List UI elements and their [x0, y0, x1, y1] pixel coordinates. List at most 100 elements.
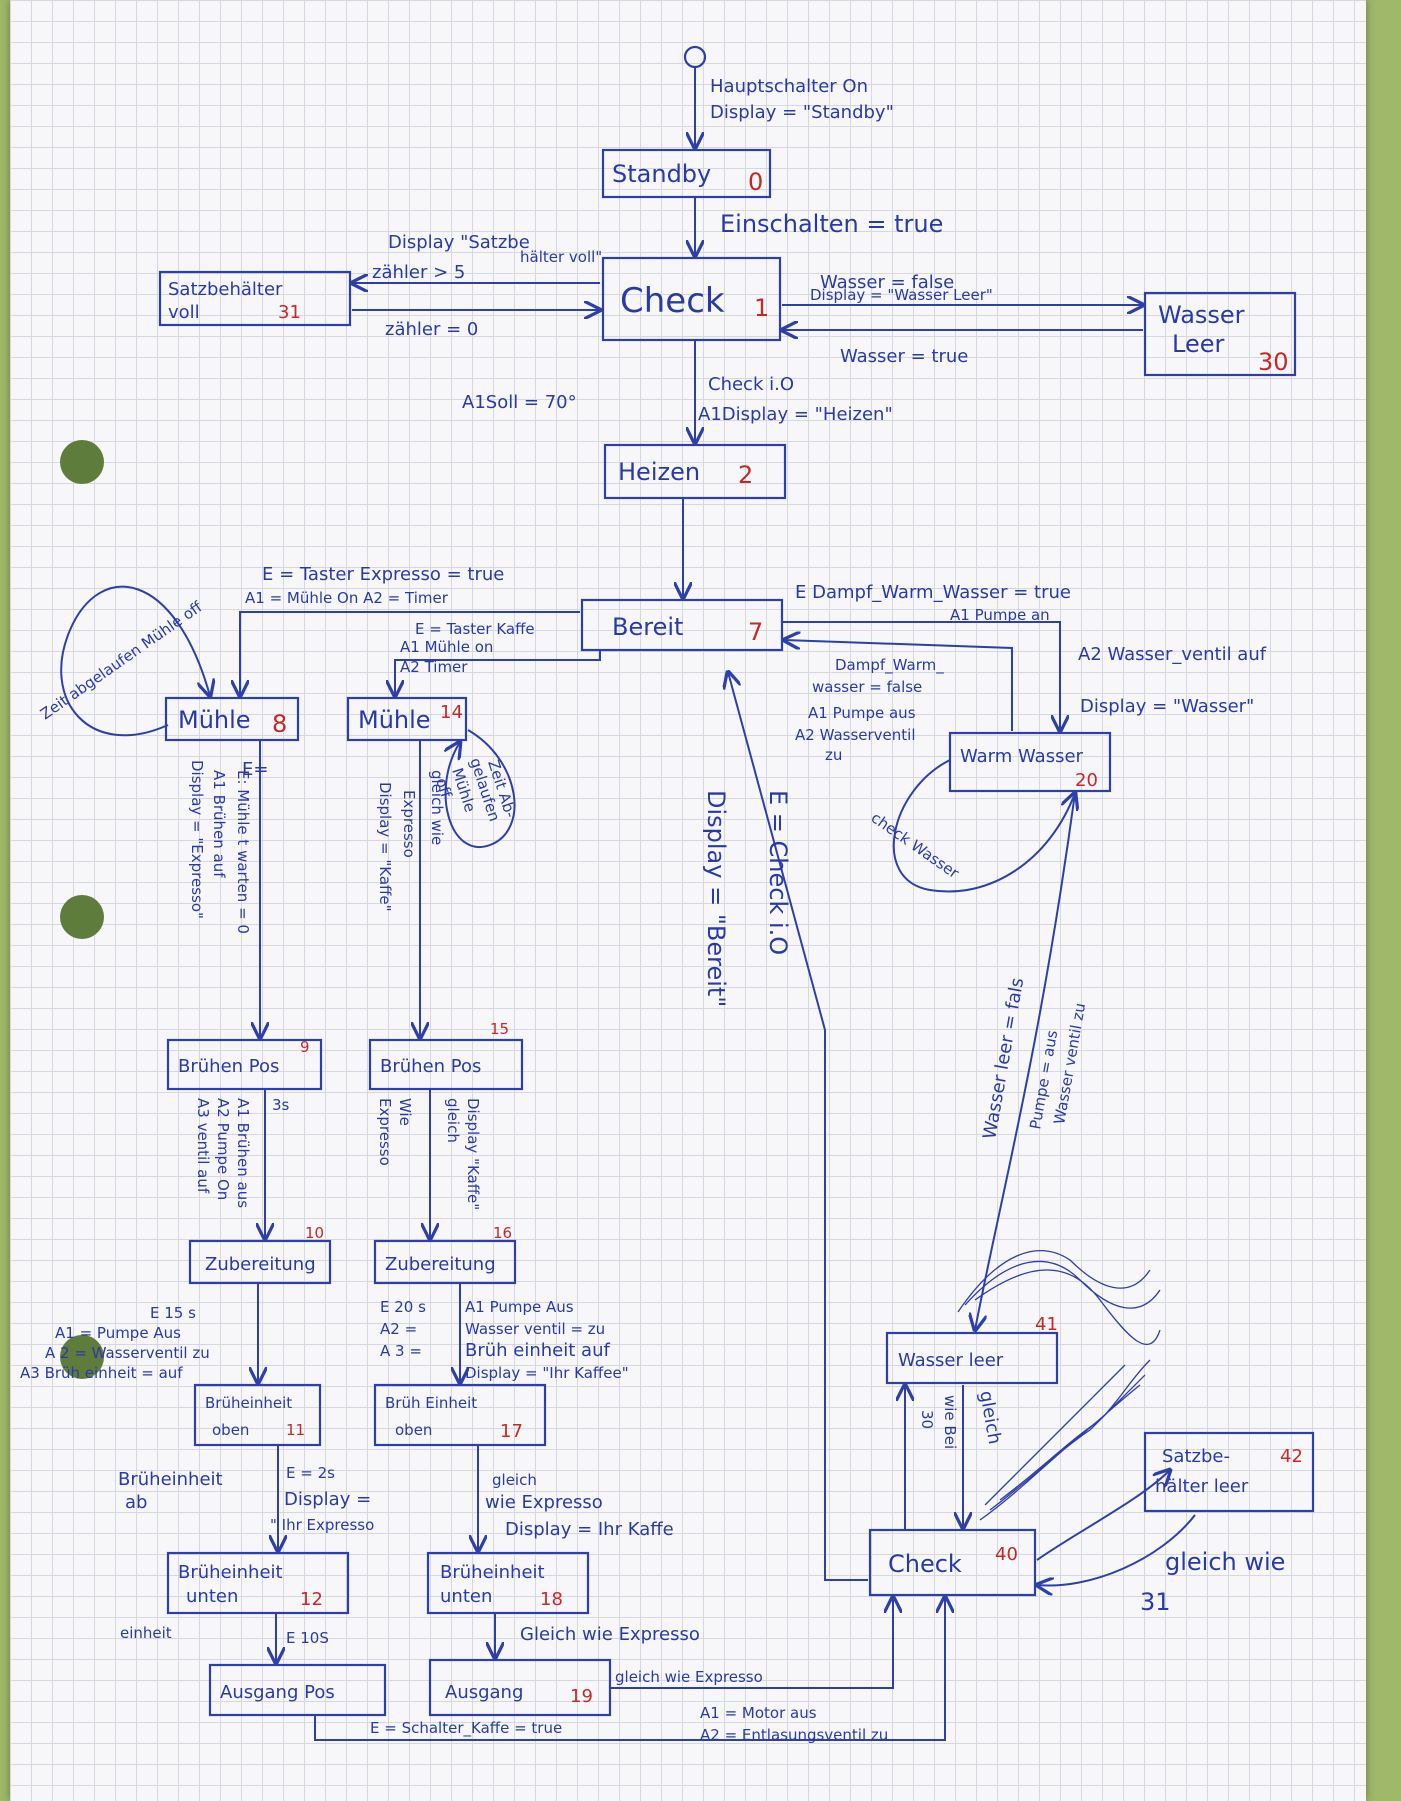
state-unten18-label1: Brüheinheit: [440, 1562, 545, 1583]
arrow-warmwasser-wasserleer41: [975, 792, 1076, 1330]
arrow-bereit-warmwasser: [782, 621, 1060, 731]
label-check-io: Check i.O: [708, 374, 794, 395]
label-muehle8-v3: Display = "Expresso": [188, 760, 206, 919]
label-wasser-true: Wasser = true: [840, 346, 968, 367]
state-zub16-number: 16: [493, 1224, 512, 1242]
state-wasserleer41-label: Wasser leer: [898, 1350, 1004, 1371]
label-wasser-false: Wasser = false: [820, 272, 954, 293]
arrow-check40-satzleer: [1036, 1470, 1170, 1561]
label-gleich-wie2: Expresso: [400, 790, 418, 858]
label-pumpe-aus: A1 Pumpe aus: [808, 704, 916, 722]
state-check-40-box: [868, 1528, 1037, 1597]
label-gleich-wie3: Display = "Kaffe": [376, 782, 394, 912]
label-gleich-wie-exp4: gleich wie Expresso: [615, 1668, 763, 1686]
label-e20s: E 20 s: [380, 1298, 426, 1316]
label-wasserventil-auf: A2 Wasser_ventil auf: [1078, 644, 1267, 665]
state-bruehen-pos-9-box: [166, 1038, 323, 1091]
state-warmwasser-label: Warm Wasser: [960, 746, 1084, 767]
label-gleich-wie-31a: gleich wie: [1165, 1548, 1285, 1576]
label-a1-pumpe-aus: A1 = Pumpe Aus: [55, 1324, 181, 1342]
label-zaehler-eq: zähler = 0: [385, 319, 478, 340]
state-muehle8-number: 8: [272, 710, 287, 738]
label-taster-expresso: E = Taster Expresso = true: [262, 564, 504, 585]
state-standby-box: [601, 148, 772, 199]
state-check40-label: Check: [888, 1550, 962, 1578]
label-wasserventil-zu: zu: [825, 746, 842, 764]
state-oben11-label2: oben: [212, 1421, 249, 1439]
label-e2s: E = 2s: [286, 1464, 335, 1482]
state-warm-wasser-box: [948, 731, 1112, 793]
state-zub16-label: Zubereitung: [385, 1254, 496, 1275]
label-display-ihr-kaffe: Display = Ihr Kaffe: [505, 1519, 674, 1540]
arrow-bereit-muehle14: [395, 650, 601, 696]
label-muehle-on: A1 Mühle on: [400, 638, 493, 656]
label-b15-wie: Wie: [396, 1098, 414, 1126]
state-unten12-number: 12: [300, 1589, 323, 1610]
label-a2-ventil-zu: A 2 = Wasserventil zu: [45, 1344, 210, 1362]
state-oben11-number: 11: [286, 1421, 305, 1439]
state-wasserleer41-number: 41: [1035, 1314, 1058, 1335]
label-hauptschalter-on: Hauptschalter On: [710, 76, 868, 97]
label-3s: 3s: [272, 1096, 290, 1114]
label-b15-gleich: gleich: [444, 1098, 462, 1143]
state-zubereitung-16-box: [373, 1239, 517, 1285]
initial-state-circle: [683, 45, 707, 69]
state-unten18-label2: unten: [440, 1586, 492, 1607]
label-wl-30: 30: [918, 1410, 936, 1429]
state-bruehen15-number: 15: [490, 1020, 509, 1038]
state-muehle-14-box: [346, 696, 468, 742]
label-muehle-on-timer: A1 = Mühle On A2 = Timer: [245, 589, 449, 607]
arrow-ausgang19-check40: [610, 1597, 893, 1689]
label-z16-pumpe-aus: A1 Pumpe Aus: [465, 1298, 574, 1316]
state-brueheinheit-unten-18-box: [426, 1551, 590, 1615]
label-gleich-wie-exp2: wie Expresso: [485, 1492, 603, 1513]
label-muehle8-v2: A1 Brühen auf: [210, 770, 228, 878]
state-heizen-box: [603, 443, 787, 500]
label-b15-display-kaffe: Display "Kaffe": [464, 1098, 482, 1210]
label-a3-eq: A 3 =: [380, 1342, 422, 1360]
state-zubereitung-10-box: [188, 1239, 332, 1285]
state-bereit-label: Bereit: [612, 613, 683, 641]
arrow-satzleer-check40: [1037, 1514, 1196, 1586]
label-b15-expresso: Expresso: [376, 1098, 394, 1166]
state-bruehen9-label: Brühen Pos: [178, 1056, 279, 1077]
label-wasserventil: A2 Wasserventil: [795, 726, 916, 744]
state-wasserleer30-label2: Leer: [1172, 330, 1224, 358]
label-z16-ventil-zu: Wasser ventil = zu: [465, 1320, 605, 1338]
punch-hole-bottom: [60, 1335, 104, 1379]
state-bereit-box: [580, 598, 784, 652]
arrow-bereit-muehle8: [240, 611, 580, 696]
arrow-check40-bereit: [728, 672, 868, 1581]
label-wasserventil-zu-2: Wasser ventil zu: [1050, 1002, 1089, 1126]
state-standby-number: 0: [748, 168, 763, 196]
state-warmwasser-number: 20: [1075, 770, 1098, 791]
label-einschalten: Einschalten = true: [720, 210, 943, 238]
state-muehle14-label: Mühle: [358, 706, 431, 734]
state-satzleer-label1: Satzbe-: [1162, 1446, 1230, 1467]
label-bruehen9-v1: A1 Brühen aus: [234, 1098, 252, 1208]
label-taster-kaffe: E = Taster Kaffe: [415, 620, 535, 638]
label-motor-aus: A1 = Motor aus: [700, 1704, 817, 1722]
label-display-satzbe: Display "Satzbe: [388, 232, 530, 253]
label-haelter-voll: hälter voll": [520, 248, 602, 266]
arrow-ausgangpos-check40: [314, 1597, 945, 1741]
state-heizen-number: 2: [738, 461, 753, 489]
state-satzbehaelter-leer-box: [1143, 1431, 1315, 1513]
state-muehle-8-box: [164, 696, 300, 742]
state-heizen-label: Heizen: [618, 458, 700, 486]
punch-hole-top: [60, 440, 104, 484]
state-oben17-label2: oben: [395, 1421, 432, 1439]
loop-warmwasser: [892, 759, 1075, 893]
label-gleich-wie-exp1: gleich: [492, 1471, 537, 1489]
label-zaehler-gt: zähler > 5: [372, 262, 465, 283]
state-muehle8-label: Mühle: [178, 706, 251, 734]
label-brueheinheit-ab2: ab: [125, 1492, 147, 1513]
label-display-ihr-expresso1: Display =: [284, 1489, 371, 1510]
state-unten18-number: 18: [540, 1589, 563, 1610]
label-z16-brueheinheit-auf: Brüh einheit auf: [465, 1340, 610, 1361]
punch-hole-middle: [60, 895, 104, 939]
label-display-wasser-leer: Display = "Wasser Leer": [810, 286, 993, 304]
state-bruehen-pos-15-box: [368, 1038, 524, 1091]
label-wasser-leer-fals: Wasser leer = fals: [979, 976, 1028, 1141]
